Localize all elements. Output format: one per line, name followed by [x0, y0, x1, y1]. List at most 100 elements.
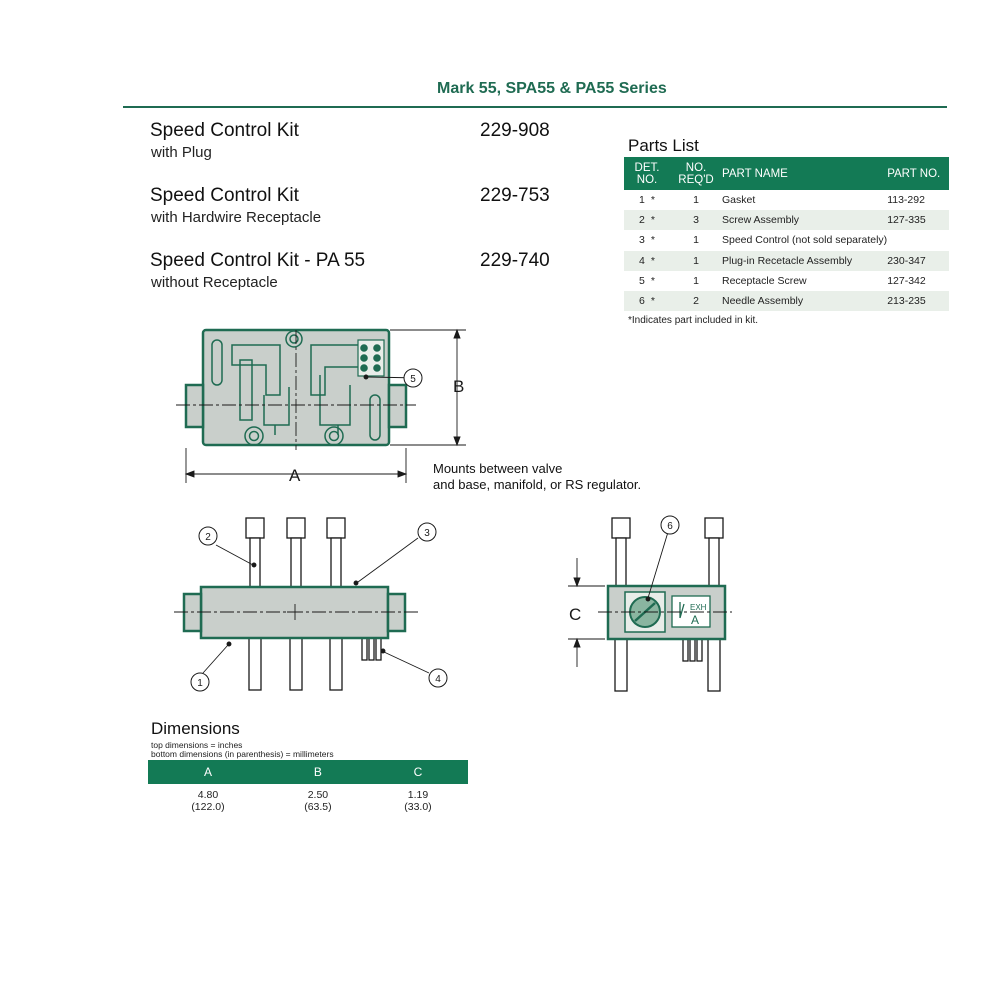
det-cell: 1*	[624, 190, 670, 210]
det-number: 2	[639, 214, 645, 227]
qty-cell: 1	[693, 234, 699, 247]
header-part-name: PART NAME	[722, 157, 888, 190]
top-view-left-stub	[184, 383, 205, 429]
det-number: 5	[639, 274, 645, 287]
kit-3-name: Speed Control Kit - PA 55	[150, 250, 366, 271]
side-view	[606, 517, 727, 692]
parts-list-note: *Indicates part included in kit.	[628, 315, 759, 326]
exh-label-plate	[671, 595, 711, 628]
part-no-cell: 127-335	[887, 210, 949, 231]
top-view-screw-holes	[244, 330, 344, 446]
dim-b-inches: 2.50	[307, 789, 329, 801]
dimension-labels: A B C	[289, 377, 581, 624]
parts-list-table: DET. NO. NO. REQ'D PART NAME PART NO. 1*…	[624, 157, 949, 312]
det-number: 4	[639, 254, 645, 267]
det-cell: 2*	[624, 210, 670, 231]
kit-1-name: Speed Control Kit	[150, 120, 299, 141]
dimensions-note-mm: bottom dimensions (in parenthesis) = mil…	[151, 749, 334, 759]
kit-mark: *	[650, 234, 655, 247]
name-cell: Plug-in Recetacle Assembly	[722, 250, 888, 271]
front-view	[182, 517, 407, 691]
kit-2-name: Speed Control Kit	[150, 185, 299, 206]
det-cell: 6*	[624, 290, 670, 312]
dim-header-c: C	[367, 760, 468, 784]
dimensions-title: Dimensions	[151, 719, 240, 738]
qty-cell: 2	[670, 290, 722, 312]
callout-6-circle	[660, 515, 680, 535]
header-det-line2: NO.	[636, 173, 658, 186]
header-no-reqd: NO. REQ'D	[670, 157, 722, 190]
dim-b-mm: (63.5)	[304, 801, 332, 813]
parts-list-header-row: DET. NO. NO. REQ'D PART NAME PART NO.	[624, 157, 949, 190]
dim-a-mm: (122.0)	[191, 801, 225, 813]
part-no-cell: 230-347	[887, 250, 949, 271]
header-det-no: DET. NO.	[624, 157, 670, 190]
kit-mark: *	[650, 274, 655, 287]
callout-2: 2	[205, 532, 211, 543]
callout-4: 4	[435, 674, 441, 685]
parts-list-title: Parts List	[628, 136, 699, 155]
dimensions-note-inches: top dimensions = inches	[151, 740, 243, 750]
receptacle-pins	[357, 339, 385, 377]
det-cell: 5*	[624, 271, 670, 291]
mount-note-line1: Mounts between valve	[433, 461, 563, 476]
qty-cell: 3	[670, 210, 722, 231]
dim-label-b: B	[453, 377, 464, 396]
kit-mark: *	[650, 295, 655, 308]
exh-label: EXH	[690, 603, 707, 612]
centerlines	[174, 330, 732, 620]
callout-4-circle	[428, 668, 448, 688]
dim-value-a: 4.80 (122.0)	[148, 784, 268, 814]
part-no-cell: 127-342	[887, 274, 926, 287]
qty-cell: 1	[670, 250, 722, 271]
front-view-body	[199, 585, 390, 640]
dim-value-b: 2.50 (63.5)	[268, 784, 368, 814]
kit-1-part-no: 229-908	[480, 120, 550, 141]
top-view-slots	[211, 339, 381, 441]
dimensions-table: A B C 4.80 (122.0) 2.50 (63.5) 1.19 (33.…	[148, 760, 468, 814]
callout-5: 5	[410, 374, 416, 385]
kit-3-subtitle: without Receptacle	[151, 274, 278, 291]
exh-letter: A	[691, 613, 699, 627]
callout-5-circle	[403, 368, 423, 388]
det-number: 3	[639, 234, 645, 247]
dim-header-b: B	[267, 760, 368, 784]
name-cell: Receptacle Screw	[722, 274, 807, 287]
mount-note: Mounts between valve and base, manifold,…	[433, 461, 641, 493]
callout-3: 3	[424, 528, 430, 539]
header-reqd-line2: REQ'D	[678, 173, 714, 186]
kit-2-part-no: 229-753	[480, 185, 550, 206]
part-no-cell: 113-292	[887, 194, 925, 207]
top-view-right-stub	[387, 383, 408, 429]
det-number: 1	[639, 194, 645, 207]
series-title: Mark 55, SPA55 & PA55 Series	[437, 80, 667, 97]
name-cell: Gasket	[722, 194, 756, 207]
dim-c-mm: (33.0)	[404, 801, 432, 813]
qty-cell: 1	[693, 194, 699, 207]
det-number: 6	[639, 295, 645, 308]
dim-a-inches: 4.80	[197, 789, 219, 801]
dimensions-header-row: A B C	[148, 760, 468, 784]
callout-6: 6	[667, 521, 673, 532]
dim-value-c: 1.19 (33.0)	[368, 784, 468, 814]
mount-note-line2: and base, manifold, or RS regulator.	[433, 477, 642, 492]
front-view-right-stub	[386, 592, 407, 633]
callout-3-circle	[417, 522, 437, 542]
dim-label-a: A	[289, 466, 301, 485]
leader-lines	[202, 374, 669, 674]
dim-label-c: C	[569, 605, 581, 624]
kit-mark: *	[650, 254, 655, 267]
header-det-line1: DET.	[634, 161, 660, 174]
front-view-left-stub	[182, 592, 203, 633]
dim-c-inches: 1.19	[407, 789, 429, 801]
det-cell: 3*	[624, 230, 670, 250]
kit-2-subtitle: with Hardwire Receptacle	[151, 209, 322, 226]
kit-mark: *	[650, 194, 655, 207]
